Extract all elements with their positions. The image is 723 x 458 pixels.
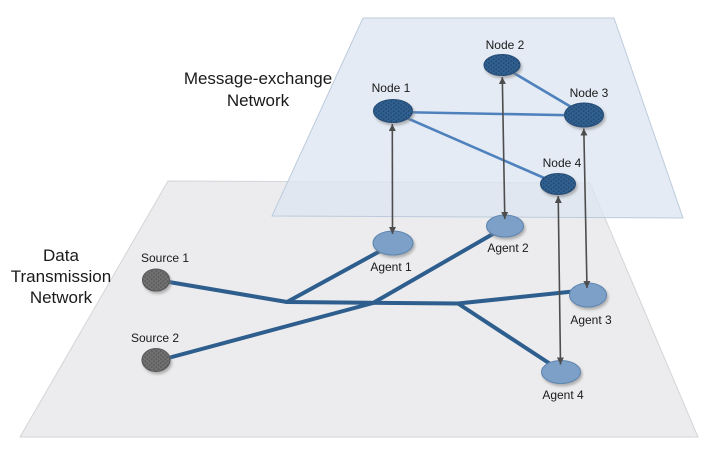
message-network-links — [391, 64, 586, 186]
plane-message-network — [271, 17, 684, 219]
node-1-ellipse — [372, 98, 414, 124]
label-node-3: Node 3 — [570, 86, 609, 100]
link-source2-backbone — [155, 301, 375, 363]
label-node-1: Node 1 — [372, 81, 411, 95]
diagram-nodes — [141, 53, 608, 385]
label-agent-3: Agent 3 — [570, 313, 612, 327]
edge-node1-node4 — [391, 110, 560, 186]
connector-agent3-node3 — [580, 128, 591, 289]
connector-agent4-node4 — [554, 195, 564, 365]
agent-1-ellipse — [372, 230, 414, 256]
link-backbone-agent1 — [285, 242, 395, 304]
source-2-ellipse — [141, 347, 171, 373]
label-agent-2: Agent 2 — [487, 241, 529, 255]
data-network-title-line1: Data — [43, 246, 79, 265]
label-source-1: Source 1 — [141, 251, 189, 265]
label-agent-4: Agent 4 — [542, 388, 584, 402]
source-1-ellipse — [141, 268, 171, 292]
diagram-labels: Node 1 Node 2 Node 3 Node 4 Agent 1 Agen… — [131, 38, 612, 402]
data-network-title-line3: Network — [30, 288, 93, 307]
label-node-4: Node 4 — [543, 156, 582, 170]
data-network-links — [155, 225, 575, 373]
edge-node2-node3 — [500, 64, 585, 116]
data-network-title-line2: Transmission — [11, 267, 111, 286]
label-source-2: Source 2 — [131, 331, 179, 345]
label-node-2: Node 2 — [486, 38, 525, 52]
connector-agent2-node2 — [498, 76, 509, 220]
node-2-ellipse — [483, 53, 521, 77]
agent-3-ellipse — [568, 282, 608, 308]
label-agent-1: Agent 1 — [370, 260, 412, 274]
plane-titles: Message-exchange Network Data Transmissi… — [11, 69, 332, 307]
link-source1-backbone — [155, 278, 289, 304]
node-4-ellipse — [539, 172, 577, 196]
node-3-ellipse — [563, 102, 605, 128]
interlayer-connectors — [388, 76, 591, 365]
plane-data-network — [19, 180, 699, 438]
edge-node1-node3 — [391, 110, 586, 117]
link-backbone-agent2 — [371, 225, 507, 305]
message-network-title-line1: Message-exchange — [184, 69, 332, 88]
link-backbone-agent4 — [456, 301, 563, 373]
message-network-title-line2: Network — [227, 91, 290, 110]
